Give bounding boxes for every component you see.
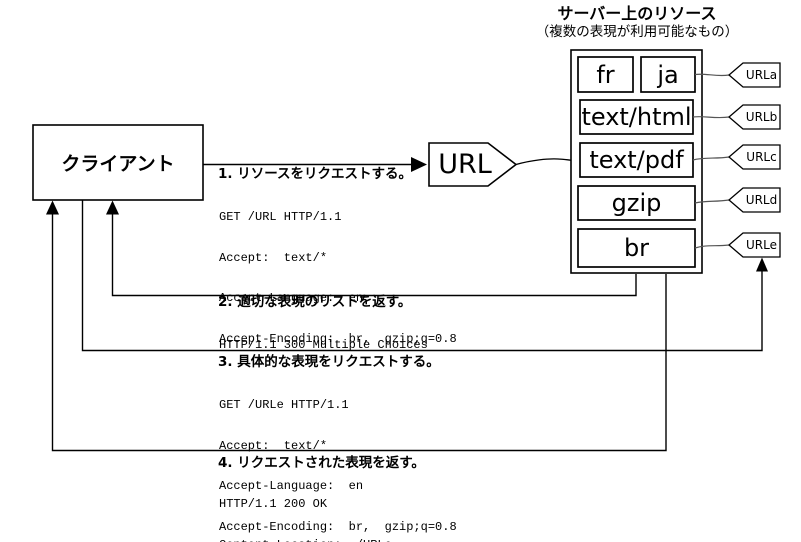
client-box bbox=[32, 124, 204, 201]
step3-heading: 3. 具体的な表現をリクエストする。 bbox=[218, 354, 440, 370]
rep-label-ja: ja bbox=[657, 60, 679, 89]
step3-http-request: GET /URLe HTTP/1.1 Accept: text/* Accept… bbox=[219, 372, 457, 542]
url-to-server-wire bbox=[515, 158, 572, 166]
wire-ja-urla bbox=[694, 73, 730, 77]
http-line: Accept-Language: en bbox=[219, 479, 364, 493]
step2-response-line bbox=[111, 213, 637, 297]
rep-label-text-html: text/html bbox=[581, 103, 692, 131]
step4-http-response: HTTP/1.1 200 OK Content-Location: /URLe … bbox=[219, 471, 392, 542]
tag-label-urlc: URLc bbox=[746, 150, 777, 164]
wire-html-urlb bbox=[692, 116, 730, 119]
server-subtitle: （複数の表現が利用可能なもの） bbox=[535, 24, 739, 40]
rep-box-text-pdf bbox=[579, 142, 694, 178]
tag-label-urld: URLd bbox=[745, 193, 778, 207]
rep-box-gzip bbox=[577, 185, 696, 221]
step4-response-line bbox=[51, 213, 667, 452]
wire-pdf-urlc bbox=[692, 156, 730, 161]
client-label: クライアント bbox=[61, 153, 175, 175]
step1-heading: 1. リソースをリクエストする。 bbox=[218, 166, 413, 182]
tag-urlc-shape bbox=[728, 144, 781, 170]
http-line: Accept-Encoding: br, gzip;q=0.8 bbox=[219, 519, 457, 534]
rep-label-gzip: gzip bbox=[611, 189, 662, 217]
http-line: Accept: text/* bbox=[219, 438, 328, 453]
step4-heading: 4. リクエストされた表現を返す。 bbox=[218, 455, 425, 471]
tag-urld-shape bbox=[728, 187, 781, 213]
server-title: サーバー上のリソース bbox=[557, 4, 717, 23]
wire-gzip-urld bbox=[694, 199, 730, 204]
tag-label-urlb: URLb bbox=[745, 110, 778, 124]
rep-label-fr: fr bbox=[596, 60, 615, 89]
step3-arrowhead-up-icon bbox=[756, 257, 768, 272]
http-line: HTTP/1.1 200 OK bbox=[219, 497, 328, 511]
step1-http-request: GET /URL HTTP/1.1 Accept: text/* Accept-… bbox=[219, 184, 457, 373]
tag-urlb-shape bbox=[728, 104, 781, 130]
rep-label-br: br bbox=[623, 234, 650, 262]
rep-label-text-pdf: text/pdf bbox=[589, 146, 684, 174]
step2-heading: 2. 適切な表現のリストを返す。 bbox=[218, 294, 412, 310]
tag-label-urla: URLa bbox=[745, 68, 778, 82]
http-line: HTTP/1.1 300 Multiple Choices bbox=[219, 338, 428, 352]
wire-br-urle bbox=[694, 244, 730, 249]
tag-urle-shape bbox=[728, 232, 781, 258]
step2-http-response: HTTP/1.1 300 Multiple Choices bbox=[219, 312, 428, 380]
http-line: Accept: text/* bbox=[219, 250, 328, 265]
rep-box-text-html bbox=[579, 99, 694, 135]
step1-arrowhead-right-icon bbox=[411, 157, 427, 172]
rep-box-ja bbox=[640, 56, 696, 93]
step2-arrowhead-up-icon bbox=[106, 200, 119, 215]
tag-label-urle: URLe bbox=[746, 238, 777, 252]
http-line: Accept-Language: en bbox=[219, 291, 364, 305]
http-line: Content-Location: /URLe bbox=[219, 538, 392, 542]
url-node-shape bbox=[428, 142, 518, 187]
http-line: GET /URL HTTP/1.1 bbox=[219, 210, 342, 224]
http-line: Accept-Encoding: br, gzip;q=0.8 bbox=[219, 331, 457, 346]
rep-box-br bbox=[577, 228, 696, 268]
url-node-label: URL bbox=[438, 149, 492, 180]
step3-request-line bbox=[81, 200, 763, 352]
step4-arrowhead-up-icon bbox=[46, 200, 59, 215]
http-line: GET /URLe HTTP/1.1 bbox=[219, 398, 349, 412]
tag-urla-shape bbox=[728, 62, 781, 88]
rep-box-fr bbox=[577, 56, 634, 93]
